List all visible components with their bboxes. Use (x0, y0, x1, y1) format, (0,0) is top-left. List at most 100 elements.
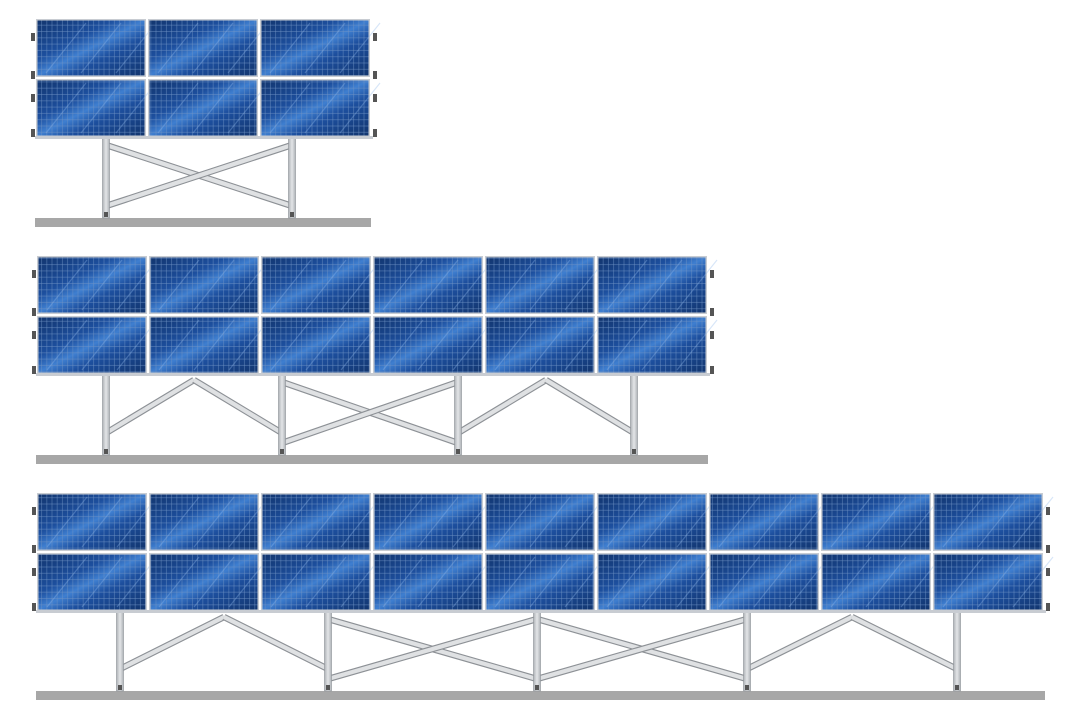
cell-grid (261, 80, 369, 136)
rail-clamp (1046, 507, 1050, 515)
panel-reflection (270, 319, 312, 371)
panel-reflection (45, 82, 87, 134)
post-base-bolt (118, 685, 122, 690)
cell-grid (374, 494, 482, 550)
panel-reflection (417, 556, 459, 608)
rail-clamp (32, 568, 36, 576)
panel-reflection (718, 496, 760, 548)
rail-clamp (31, 94, 35, 102)
diagonal-brace-highlight (456, 378, 548, 435)
panel-reflection (305, 556, 347, 608)
panel-reflection (494, 556, 536, 608)
array-3-modules (31, 19, 381, 227)
cell-grid (150, 494, 258, 550)
cell-grid (262, 317, 370, 373)
mounting-rail (36, 373, 710, 376)
rail-clamp (31, 129, 35, 137)
support-post (324, 610, 332, 692)
panel-reflection (641, 319, 683, 371)
ground-line (36, 691, 1045, 700)
post-base-bolt (290, 212, 294, 217)
cell-grid (934, 494, 1042, 550)
rail-clamp (710, 308, 714, 316)
diagonal-brace-highlight (119, 615, 225, 671)
cell-grid (262, 554, 370, 610)
rail-clamp (32, 366, 36, 374)
support-post (454, 373, 462, 456)
panel-reflection (641, 496, 683, 548)
support-post (278, 373, 286, 456)
rail-clamp (32, 331, 36, 339)
panel-reflection (270, 556, 312, 608)
panel-reflection (676, 319, 718, 371)
panel-reflection (46, 496, 88, 548)
panel-reflection (158, 556, 200, 608)
panel-reflection (1012, 496, 1054, 548)
panel-reflection (304, 82, 346, 134)
panel-reflection (382, 556, 424, 608)
mounting-rail (35, 136, 373, 139)
cell-grid (486, 494, 594, 550)
panel-reflection (753, 496, 795, 548)
cell-grid (38, 257, 146, 313)
cell-grid (262, 257, 370, 313)
panel-reflection (529, 319, 571, 371)
panel-reflection (81, 319, 123, 371)
panel-reflection (865, 496, 907, 548)
panel-reflection (606, 556, 648, 608)
panel-reflection (305, 496, 347, 548)
cell-grid (710, 554, 818, 610)
panel-reflection (606, 496, 648, 548)
panel-reflection (157, 22, 199, 74)
ground-line (35, 218, 371, 227)
cell-grid (38, 554, 146, 610)
panel-reflection (81, 259, 123, 311)
panel-reflection (305, 319, 347, 371)
cell-grid (261, 20, 369, 76)
rail-clamp (373, 33, 377, 41)
cell-grid (38, 494, 146, 550)
cell-grid (374, 554, 482, 610)
cell-grid (598, 317, 706, 373)
panel-reflection (417, 319, 459, 371)
panel-reflection (942, 496, 984, 548)
panel-reflection (269, 22, 311, 74)
post-base-bolt (104, 212, 108, 217)
rail-clamp (1046, 545, 1050, 553)
cell-grid (374, 257, 482, 313)
rail-clamp (1046, 568, 1050, 576)
panel-reflection (80, 82, 122, 134)
rail-clamp (32, 308, 36, 316)
panel-reflection (158, 496, 200, 548)
cell-grid (822, 494, 930, 550)
diagonal-brace-highlight (281, 380, 459, 445)
diagonal-brace-highlight (192, 378, 284, 435)
diagonal-brace-highlight (105, 143, 293, 208)
panel-reflection (529, 496, 571, 548)
cell-grid (37, 80, 145, 136)
panel-reflection (641, 556, 683, 608)
panel-reflection (494, 496, 536, 548)
support-post (102, 373, 110, 456)
panel-reflection (641, 259, 683, 311)
rail-clamp (32, 603, 36, 611)
array-9-modules (32, 493, 1054, 700)
panel-reflection (193, 496, 235, 548)
panel-reflection (80, 22, 122, 74)
cell-grid (37, 20, 145, 76)
panel-reflection (192, 22, 234, 74)
rail-clamp (373, 129, 377, 137)
array-6-modules (32, 256, 718, 464)
support-post (288, 136, 296, 219)
panel-reflection (193, 319, 235, 371)
support-post (743, 610, 751, 692)
post-base-bolt (104, 449, 108, 454)
panel-reflection (270, 496, 312, 548)
post-base-bolt (955, 685, 959, 690)
rail-clamp (32, 507, 36, 515)
post-base-bolt (632, 449, 636, 454)
panel-reflection (158, 259, 200, 311)
panel-reflection (157, 82, 199, 134)
post-base-bolt (280, 449, 284, 454)
diagonal-brace-highlight (536, 616, 748, 682)
